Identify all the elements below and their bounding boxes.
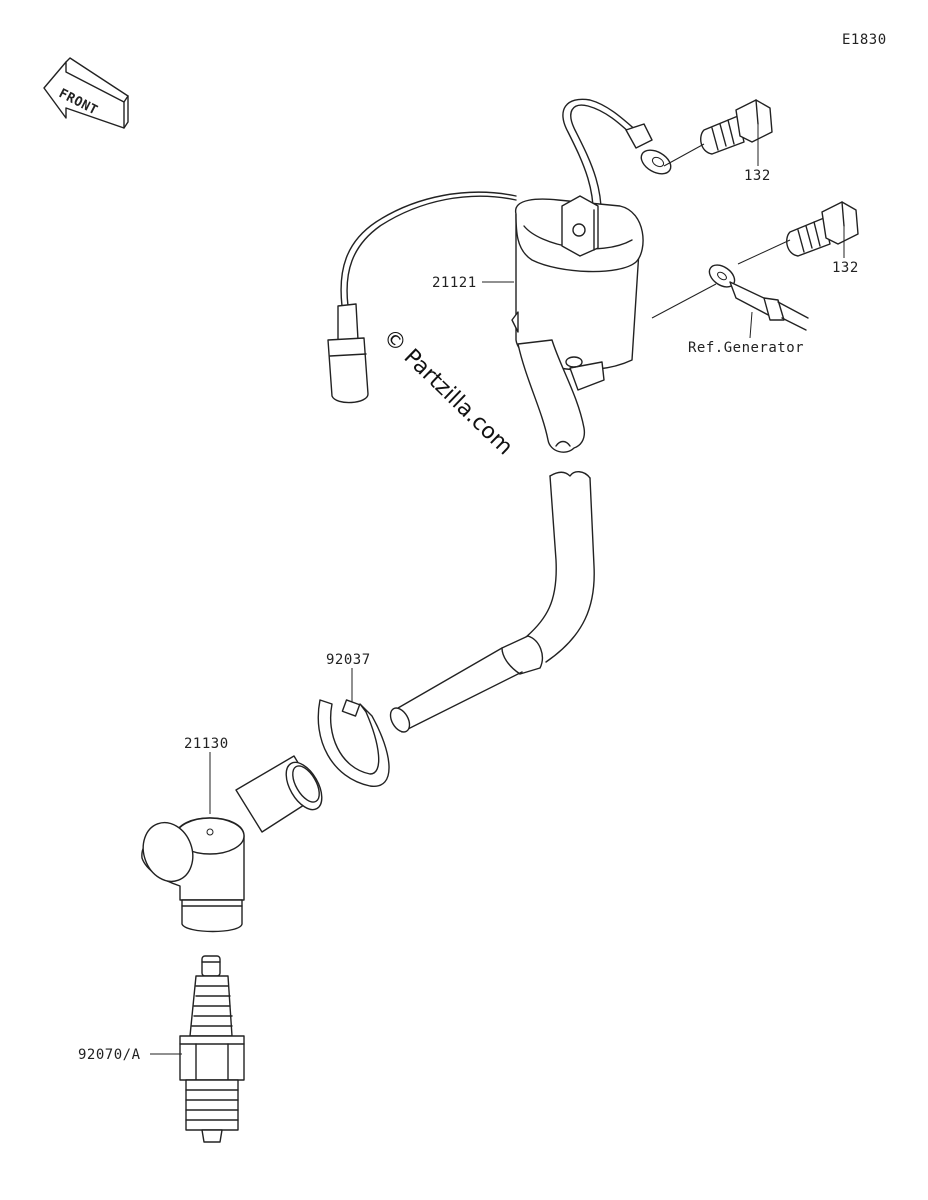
label-plug-cap: 21130 [184, 736, 229, 752]
front-arrow-icon: FRONT [43, 57, 129, 129]
spark-plug-cap [141, 755, 323, 933]
watermark: © Partzilla.com [378, 324, 517, 460]
spark-plug [179, 955, 245, 1143]
label-bolt-upper: 132 [744, 168, 771, 184]
label-ref-generator: Ref.Generator [688, 340, 804, 356]
label-coil: 21121 [432, 275, 477, 291]
bolt-upper [663, 99, 773, 167]
ignition-coil [327, 98, 672, 404]
label-bolt-lower: 132 [832, 260, 859, 276]
leader-lines [150, 122, 845, 1055]
label-clamp: 92037 [326, 652, 371, 668]
high-tension-lead [389, 339, 595, 733]
diagram-code: E1830 [842, 32, 887, 48]
bolt-lower [737, 201, 859, 265]
label-spark-plug: 92070/A [78, 1047, 141, 1063]
clamp [317, 699, 390, 787]
generator-wire [651, 264, 809, 331]
